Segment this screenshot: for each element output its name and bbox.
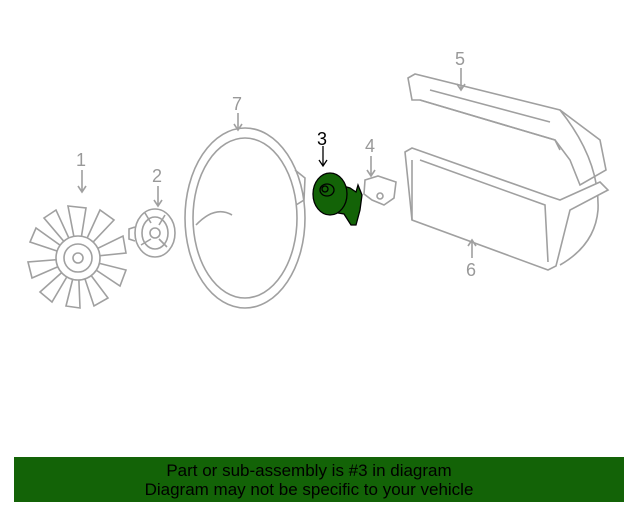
part-7-shroud-ring[interactable] <box>184 127 306 309</box>
callout-1[interactable]: 1 <box>76 150 86 170</box>
callout-arrows <box>77 68 477 258</box>
callout-2[interactable]: 2 <box>152 166 162 186</box>
part-1-fan[interactable] <box>26 205 128 309</box>
callout-4[interactable]: 4 <box>365 136 375 156</box>
info-banner: Part or sub-assembly is #3 in diagram Di… <box>14 457 624 502</box>
callout-5[interactable]: 5 <box>455 49 465 69</box>
banner-line-1: Part or sub-assembly is #3 in diagram <box>166 461 452 480</box>
part-5-upper-shroud[interactable] <box>407 73 607 266</box>
callout-6[interactable]: 6 <box>466 260 476 280</box>
part-3-highlighted[interactable] <box>312 146 363 226</box>
part-2-clutch[interactable] <box>128 208 176 258</box>
callout-3[interactable]: 3 <box>317 129 327 149</box>
callout-7[interactable]: 7 <box>232 94 242 114</box>
banner-line-2: Diagram may not be specific to your vehi… <box>144 480 474 499</box>
part-6-lower-shroud[interactable] <box>404 147 610 271</box>
part-4-bracket[interactable] <box>363 175 397 206</box>
